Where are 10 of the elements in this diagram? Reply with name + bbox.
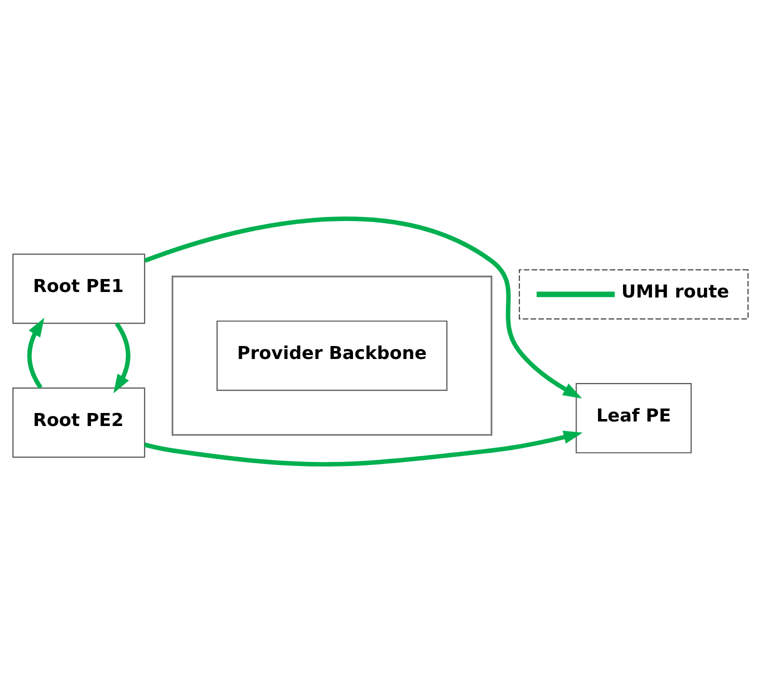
node-box: Leaf PE [576,382,692,453]
arrow [144,216,582,398]
node-box: Provider Backbone [216,320,448,390]
arrow [144,430,583,466]
arrow [27,317,44,388]
node-box: Root PE2 [12,387,146,458]
node-box: Root PE1 [12,253,146,324]
legend-label: UMH route [621,280,730,302]
arrow [113,322,130,393]
cluster [172,275,492,436]
